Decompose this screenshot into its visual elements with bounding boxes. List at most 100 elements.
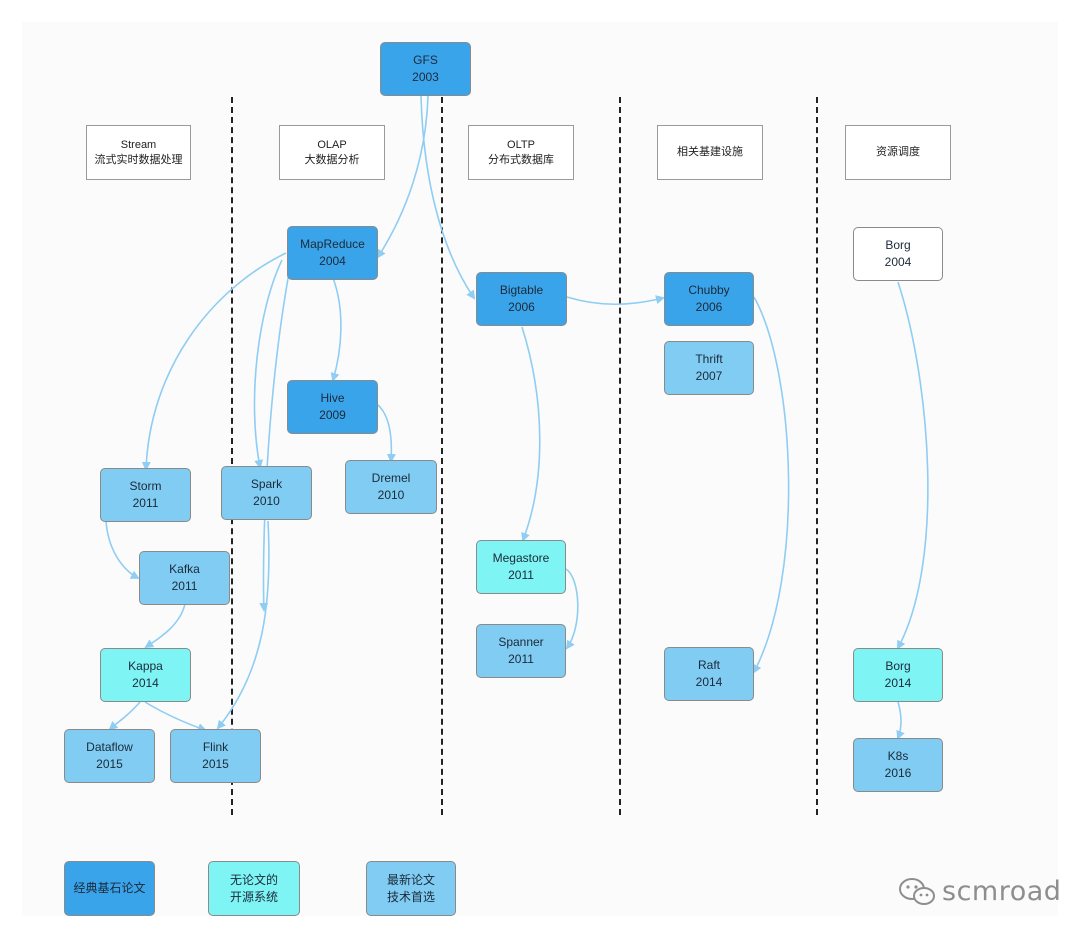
node-chubby: Chubby 2006 — [664, 272, 754, 326]
arrow-borg2014-to-k8s — [896, 701, 905, 740]
node-gfs: GFS 2003 — [380, 42, 471, 96]
node-year: 2015 — [202, 757, 229, 771]
node-name: Spark — [250, 477, 283, 491]
node-hive: Hive 2009 — [287, 380, 378, 434]
arrow-bigtable-to-chubby — [566, 295, 665, 306]
node-year: 2014 — [695, 675, 723, 689]
node-k8s: K8s 2016 — [853, 738, 943, 792]
legend-label: 无论文的 — [229, 872, 278, 887]
node-name: Thrift — [695, 352, 723, 366]
arrow-mapreduce-to-flink — [259, 261, 292, 612]
node-name: Dataflow — [86, 740, 133, 754]
arrow-mapreduce-to-spark — [253, 259, 283, 469]
category-subtitle: 流式实时数据处理 — [94, 153, 183, 166]
node-year: 2014 — [132, 676, 159, 690]
node-year: 2009 — [319, 408, 346, 422]
arrow-mapreduce-to-storm — [141, 252, 287, 471]
arrow-storm-to-kafka — [105, 520, 140, 579]
column-divider — [441, 97, 443, 815]
node-thrift: Thrift 2007 — [664, 341, 754, 395]
node-megastore: Megastore 2011 — [476, 540, 566, 594]
legend-latest-paper: 最新论文 技术首选 — [366, 861, 456, 916]
category-scheduling: 资源调度 — [845, 125, 951, 180]
node-name: Dremel — [371, 471, 411, 485]
watermark: scmroad — [898, 876, 1061, 907]
node-name: GFS — [413, 53, 438, 67]
node-year: 2014 — [884, 676, 912, 690]
node-year: 2015 — [96, 757, 123, 771]
legend-label: 开源系统 — [229, 889, 278, 904]
node-storm: Storm 2011 — [100, 468, 191, 522]
node-name: Flink — [202, 740, 229, 754]
node-raft: Raft 2014 — [664, 647, 754, 701]
category-stream: Stream 流式实时数据处理 — [86, 125, 191, 180]
legend-open-source: 无论文的 开源系统 — [208, 861, 300, 916]
node-spark: Spark 2010 — [221, 466, 312, 520]
node-year: 2011 — [508, 652, 534, 666]
node-name: Chubby — [688, 283, 730, 297]
arrow-chubby-to-raft — [753, 296, 790, 674]
node-name: Kafka — [169, 562, 200, 576]
legend-label: 最新论文 — [386, 872, 435, 887]
arrow-mapreduce-to-hive — [330, 277, 342, 382]
node-bigtable: Bigtable 2006 — [476, 272, 567, 326]
legend-label: 技术首选 — [386, 889, 435, 904]
node-name: Kappa — [128, 659, 163, 673]
watermark-text: scmroad — [942, 876, 1062, 907]
node-kappa: Kappa 2014 — [100, 648, 191, 702]
node-name: Bigtable — [499, 283, 544, 297]
category-subtitle: 分布式数据库 — [488, 153, 554, 166]
wechat-icon — [899, 877, 935, 905]
node-year: 2004 — [884, 255, 912, 269]
arrow-gfs-to-mapreduce — [376, 95, 429, 259]
node-name: Spanner — [498, 635, 544, 649]
node-name: Storm — [129, 479, 162, 493]
category-title: OLTP — [507, 138, 535, 151]
legend-classic-paper: 经典基石论文 — [64, 861, 155, 916]
node-borg-2004: Borg 2004 — [853, 227, 943, 281]
node-name: Raft — [697, 658, 720, 672]
arrow-gfs-to-bigtable — [420, 95, 476, 300]
node-name: Megastore — [492, 551, 550, 565]
node-name: K8s — [887, 749, 909, 763]
arrow-borg-to-borg2014 — [897, 281, 929, 650]
node-year: 2003 — [412, 70, 439, 84]
column-divider — [619, 97, 621, 815]
arrow-spark-to-flink — [216, 520, 270, 730]
node-year: 2010 — [253, 494, 280, 508]
node-year: 2011 — [132, 496, 159, 510]
category-title: Stream — [120, 138, 157, 151]
node-name: MapReduce — [300, 237, 365, 251]
category-oltp: OLTP 分布式数据库 — [468, 125, 574, 180]
node-year: 2004 — [319, 254, 346, 268]
node-name: Borg — [885, 238, 911, 252]
node-year: 2016 — [884, 766, 912, 780]
category-olap: OLAP 大数据分析 — [279, 125, 385, 180]
category-title: OLAP — [317, 138, 347, 151]
arrow-kappa-to-flink — [144, 701, 207, 732]
category-subtitle: 大数据分析 — [304, 153, 360, 166]
column-divider — [231, 97, 233, 815]
node-year: 2006 — [508, 300, 535, 314]
node-kafka: Kafka 2011 — [139, 551, 230, 605]
node-year: 2010 — [377, 488, 405, 502]
legend-label: 经典基石论文 — [73, 881, 146, 895]
arrow-megastore-to-spanner — [565, 568, 579, 650]
node-name: Borg — [885, 659, 911, 673]
category-title: 资源调度 — [876, 146, 920, 158]
column-divider — [816, 97, 818, 815]
node-dremel: Dremel 2010 — [345, 460, 437, 514]
arrow-kafka-to-kappa — [144, 603, 186, 649]
arrow-bigtable-to-megastore — [521, 326, 541, 542]
node-spanner: Spanner 2011 — [476, 624, 566, 678]
node-flink: Flink 2015 — [170, 729, 261, 783]
category-infrastructure: 相关基建设施 — [657, 125, 763, 180]
arrow-kappa-to-dataflow — [108, 701, 141, 731]
node-year: 2007 — [695, 369, 723, 383]
node-mapreduce: MapReduce 2004 — [287, 226, 378, 280]
category-title: 相关基建设施 — [677, 146, 743, 158]
node-year: 2011 — [171, 579, 198, 593]
node-borg-2014: Borg 2014 — [853, 648, 943, 702]
